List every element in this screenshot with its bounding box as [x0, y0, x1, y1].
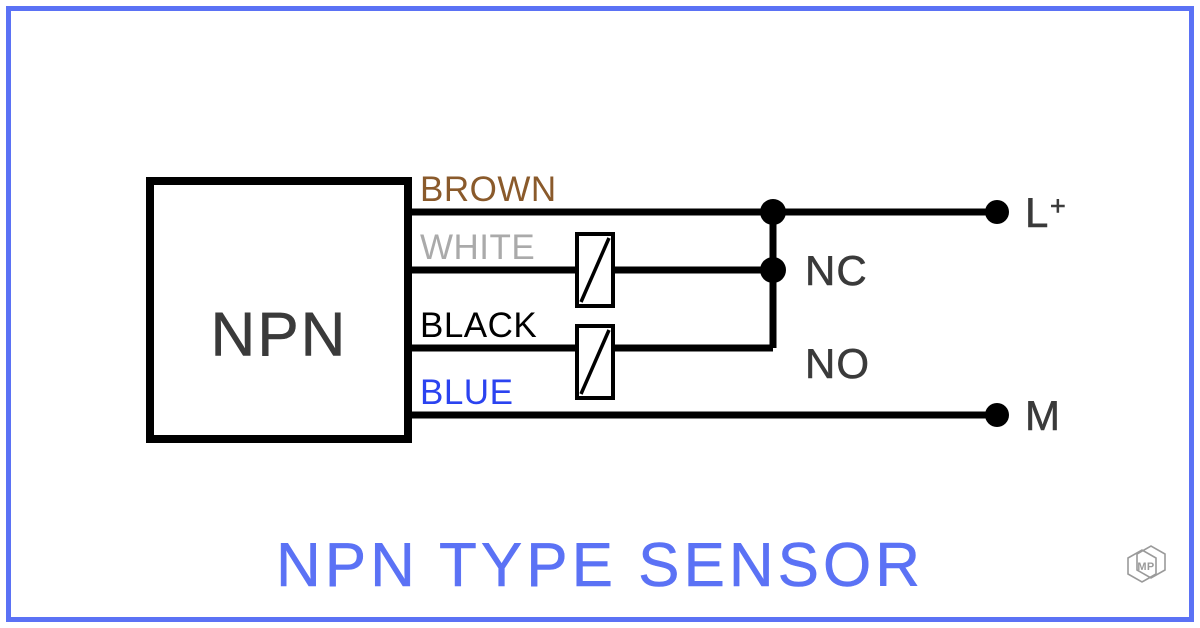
load-symbol-no	[575, 324, 615, 400]
sensor-label: NPN	[211, 300, 348, 369]
terminal-superscript-plus: +	[1050, 191, 1066, 221]
contact-label-nc: NC	[805, 247, 868, 294]
wire-label-black: BLACK	[420, 306, 537, 345]
wire-label-white: WHITE	[420, 228, 535, 267]
terminal-dot-m	[985, 403, 1009, 427]
logo-hexagon-outer	[1127, 549, 1157, 583]
logo-initials: MP	[1137, 561, 1154, 573]
terminal-label-m: M	[1025, 392, 1061, 439]
wire-label-brown: BROWN	[420, 170, 557, 209]
logo-hexagon-inner	[1136, 545, 1166, 579]
load-symbol-nc	[575, 232, 615, 308]
terminal-dot-l-plus	[985, 200, 1009, 224]
sensor-body-box	[146, 177, 412, 443]
logo-watermark: MP	[1127, 545, 1166, 583]
page-border	[6, 6, 1194, 622]
diagram-caption: NPN TYPE SENSOR	[276, 531, 924, 600]
junction-dot-nc	[760, 257, 786, 283]
terminal-label-l-plus: L	[1025, 189, 1049, 236]
junction-dot-brown	[760, 199, 786, 225]
wire-label-blue: BLUE	[420, 373, 513, 412]
contact-label-no: NO	[805, 340, 870, 387]
